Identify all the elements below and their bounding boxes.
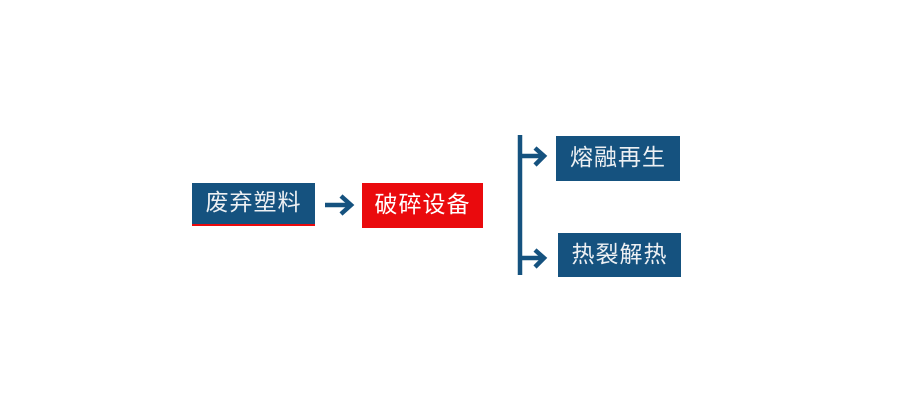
node-waste-plastic-label: 废弃塑料 [205,190,302,216]
node-crusher-label: 破碎设备 [374,192,471,218]
node-melt-regeneration[interactable]: 熔融再生 [556,136,680,181]
node-pyrolysis-label: 热裂解热 [571,241,668,268]
arrow-right-icon [320,188,358,222]
node-pyrolysis[interactable]: 热裂解热 [558,233,681,277]
node-waste-plastic[interactable]: 废弃塑料 [192,183,315,226]
node-melt-regeneration-label: 熔融再生 [570,145,666,171]
node-crusher[interactable]: 破碎设备 [362,183,483,228]
